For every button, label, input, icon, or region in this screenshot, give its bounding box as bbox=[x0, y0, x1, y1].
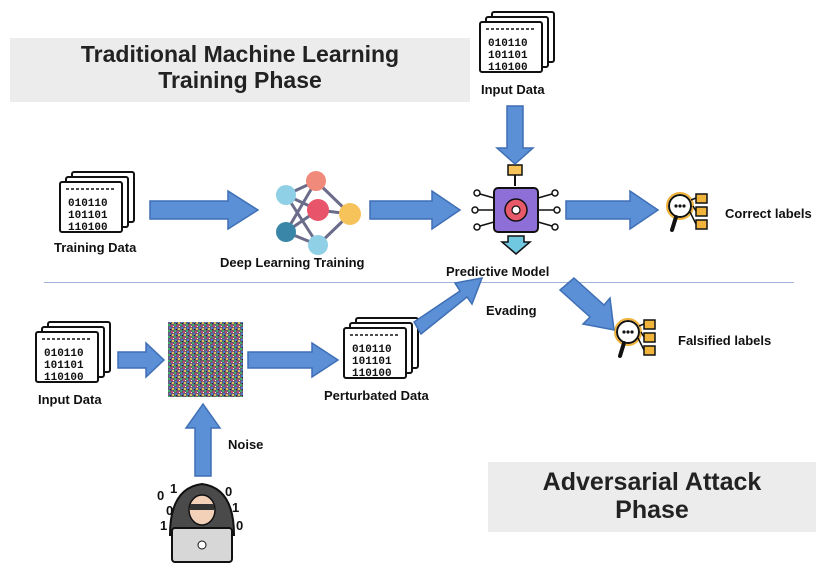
hacker-bit: 1 bbox=[170, 481, 177, 496]
input-data-bottom-label: Input Data bbox=[38, 392, 102, 407]
predictive-model-icon bbox=[471, 164, 561, 255]
binary-row: 010110 bbox=[488, 38, 528, 50]
arrow-noise-to-perturbated bbox=[247, 341, 340, 379]
correct-labels-label: Correct labels bbox=[725, 206, 812, 221]
falsified-labels-label: Falsified labels bbox=[678, 333, 772, 348]
traditional-phase-title: Traditional Machine Learning Training Ph… bbox=[80, 41, 400, 93]
arrow-model-to-falsified bbox=[558, 277, 615, 331]
binary-row: 110100 bbox=[352, 368, 392, 380]
arrow-input-to-model bbox=[495, 105, 535, 166]
perturbated-data-icon: 010110 101101 110100 bbox=[343, 317, 419, 380]
arrow-training-data-to-dl bbox=[149, 189, 260, 231]
binary-row: 010110 bbox=[352, 344, 392, 356]
adversarial-phase-title: Adversarial Attack Phase bbox=[542, 468, 762, 524]
training-data-label: Training Data bbox=[54, 240, 137, 255]
binary-row: 101101 bbox=[352, 356, 392, 368]
input-data-top-icon: 010110 101101 110100 bbox=[479, 11, 555, 74]
noise-label: Noise bbox=[228, 437, 264, 452]
arrow-model-to-correct bbox=[565, 189, 660, 231]
hacker-icon: 0 1 0 0 1 1 0 bbox=[157, 481, 243, 563]
perturbated-data-label: Perturbated Data bbox=[324, 388, 429, 403]
binary-row: 110100 bbox=[488, 62, 528, 74]
binary-row: 101101 bbox=[44, 360, 84, 372]
phase-divider bbox=[44, 282, 794, 283]
input-data-top-label: Input Data bbox=[481, 82, 545, 97]
traditional-phase-box bbox=[10, 38, 470, 102]
binary-row: 110100 bbox=[44, 372, 84, 384]
falsified-labels-icon bbox=[613, 317, 657, 358]
predictive-model-label: Predictive Model bbox=[446, 264, 550, 279]
binary-row: 110100 bbox=[68, 222, 108, 234]
arrow-input-to-noise bbox=[117, 341, 166, 379]
input-data-bottom-icon: 010110 101101 110100 bbox=[35, 321, 111, 384]
hacker-bit: 1 bbox=[160, 518, 167, 533]
neural-network-icon bbox=[276, 171, 361, 255]
binary-row: 101101 bbox=[68, 210, 108, 222]
hacker-bit: 0 bbox=[157, 488, 164, 503]
hacker-bit: 0 bbox=[225, 484, 232, 499]
arrow-hacker-to-noise bbox=[184, 402, 222, 477]
hacker-bit: 1 bbox=[232, 500, 239, 515]
noise-image bbox=[168, 322, 243, 397]
deep-learning-training-label: Deep Learning Training bbox=[220, 255, 365, 270]
adversarial-phase-box bbox=[488, 462, 816, 532]
evading-label: Evading bbox=[486, 303, 537, 318]
arrow-perturbated-to-model bbox=[412, 277, 484, 336]
arrow-dl-to-model bbox=[369, 189, 462, 231]
binary-row: 010110 bbox=[44, 348, 84, 360]
correct-labels-icon bbox=[665, 191, 709, 232]
binary-row: 010110 bbox=[68, 198, 108, 210]
hacker-bit: 0 bbox=[236, 518, 243, 533]
training-data-icon: 010110 101101 110100 bbox=[59, 171, 135, 234]
hacker-bit: 0 bbox=[166, 503, 173, 518]
binary-row: 101101 bbox=[488, 50, 528, 62]
